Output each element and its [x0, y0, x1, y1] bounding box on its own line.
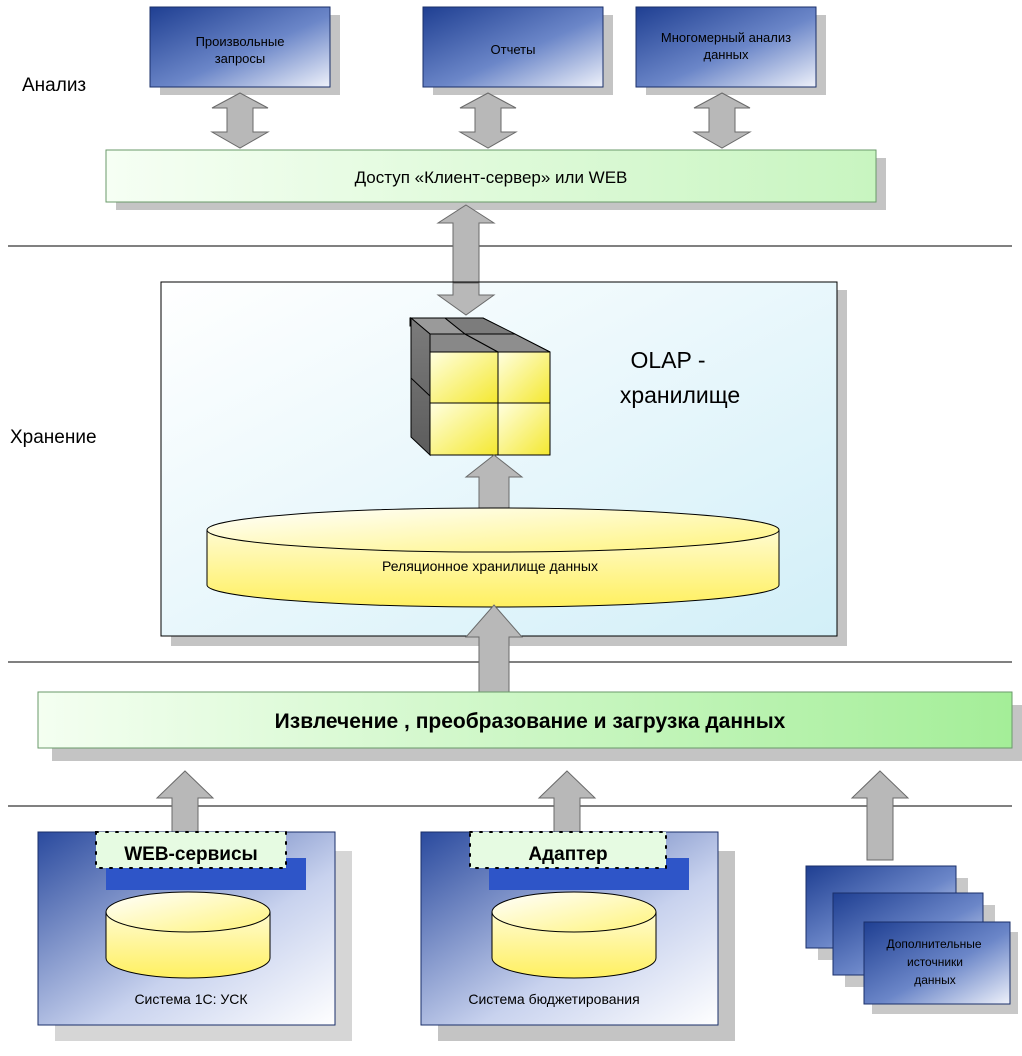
source-label: Система бюджетирования	[468, 991, 639, 1007]
source-system-1c: WEB-сервисы Система 1С: УСК	[37, 831, 352, 1041]
extra-label-line3: данных	[914, 973, 956, 987]
connector-web-services: WEB-сервисы	[124, 844, 258, 865]
box-reports: Отчеты	[422, 6, 613, 95]
etl-bar-label: Извлечение , преобразование и загрузка д…	[275, 710, 786, 733]
source-system-budgeting: Адаптер Система бюджетирования	[420, 831, 735, 1041]
access-bar-label: Доступ «Клиент-сервер» или WEB	[355, 168, 628, 187]
box-label-line2: запросы	[215, 51, 266, 66]
source-label: Система 1С: УСК	[134, 991, 248, 1007]
extra-label-line2: источники	[907, 955, 963, 969]
extra-label-line1: Дополнительные	[887, 937, 982, 951]
connector-adapter: Адаптер	[528, 844, 607, 865]
database-cylinder-icon	[105, 891, 271, 979]
box-label-line1: Многомерный анализ	[661, 30, 791, 45]
database-cylinder-icon	[491, 891, 657, 979]
box-label-line1: Отчеты	[491, 42, 536, 57]
additional-sources-stack: Дополнительные источники данных	[805, 865, 1018, 1014]
olap-label-line1: OLAP -	[631, 347, 706, 373]
up-arrow-icon	[155, 770, 910, 861]
olap-cube-icon	[409, 316, 551, 457]
relational-db-cylinder-icon	[206, 507, 780, 608]
layer-label-analysis: Анализ	[22, 75, 86, 96]
etl-bar: Извлечение , преобразование и загрузка д…	[37, 691, 1022, 761]
box-multidimensional-analysis: Многомерный анализ данных	[635, 6, 826, 95]
relational-db-label: Реляционное хранилище данных	[382, 558, 598, 574]
olap-label-line2: хранилище	[620, 382, 740, 408]
box-arbitrary-queries: Произвольные запросы	[149, 6, 340, 95]
layer-label-storage: Хранение	[10, 427, 97, 448]
box-label-line2: данных	[703, 47, 749, 62]
box-label-line1: Произвольные	[196, 34, 285, 49]
access-bar: Доступ «Клиент-сервер» или WEB	[105, 149, 886, 210]
double-arrow-icon	[210, 92, 752, 149]
arrow-tip	[436, 282, 496, 316]
